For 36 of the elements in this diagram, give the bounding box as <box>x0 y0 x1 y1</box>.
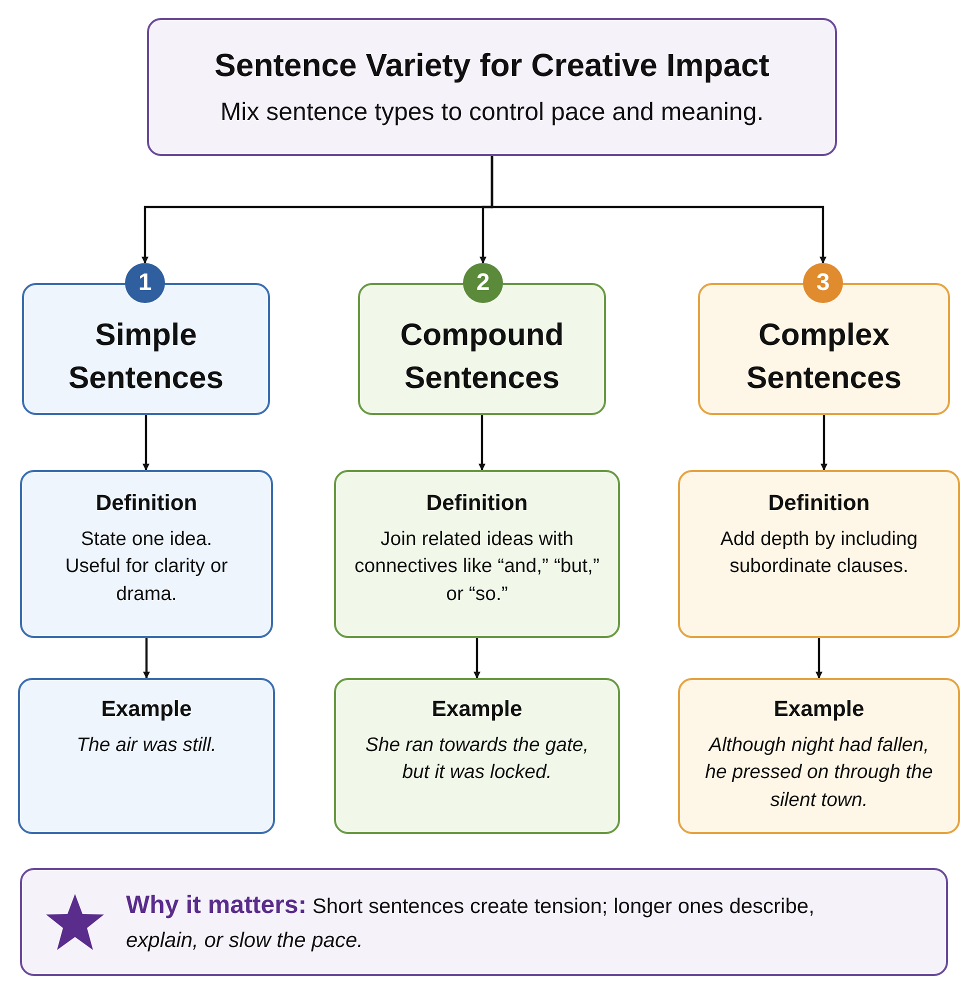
definition-text: State one idea. Useful for clarity or drama. <box>64 527 229 607</box>
number-badge: 2 <box>463 263 503 303</box>
definition-text: Add depth by including subordinate clauses. <box>719 527 919 580</box>
arrow <box>143 638 150 679</box>
title: Sentence Variety for Creative Impact <box>214 47 770 84</box>
example-heading: Example <box>432 696 522 722</box>
definition-heading: Definition <box>426 490 528 516</box>
definition-text: Join related ideas with connectives like “and,” “but,” or “so.” <box>354 527 600 607</box>
subtitle: Mix sentence types to control pace and meaning. <box>220 98 764 127</box>
example-box <box>18 678 275 834</box>
title-box <box>147 18 837 156</box>
example-box <box>334 678 620 834</box>
definition-box <box>678 470 960 638</box>
example-sentence: She ran towards the gate, but it was locked. <box>364 733 590 786</box>
example-sentence: Although night had fallen, he pressed on through the silent town. <box>704 733 934 813</box>
number-badge: 1 <box>125 263 165 303</box>
arrow <box>142 415 150 471</box>
category-heading: Simple Sentences <box>67 316 225 397</box>
note-text: Why it matters: Short sentences create tension; longer ones describe, explain, or slow the pace. <box>126 890 816 954</box>
arrow <box>816 638 822 679</box>
example-box <box>678 678 960 834</box>
definition-heading: Definition <box>96 490 198 516</box>
arrow <box>478 415 486 471</box>
note-box <box>20 868 948 976</box>
number-badge: 3 <box>803 263 843 303</box>
arrow <box>474 638 480 679</box>
arrow <box>820 415 828 471</box>
example-heading: Example <box>774 696 864 722</box>
definition-heading: Definition <box>768 490 870 516</box>
example-heading: Example <box>101 696 192 722</box>
arrow <box>490 156 826 264</box>
definition-box <box>20 470 273 638</box>
definition-box <box>334 470 620 638</box>
category-heading: Complex Sentences <box>745 316 903 397</box>
category-heading: Compound Sentences <box>399 316 565 397</box>
example-sentence: The air was still. <box>76 733 216 758</box>
